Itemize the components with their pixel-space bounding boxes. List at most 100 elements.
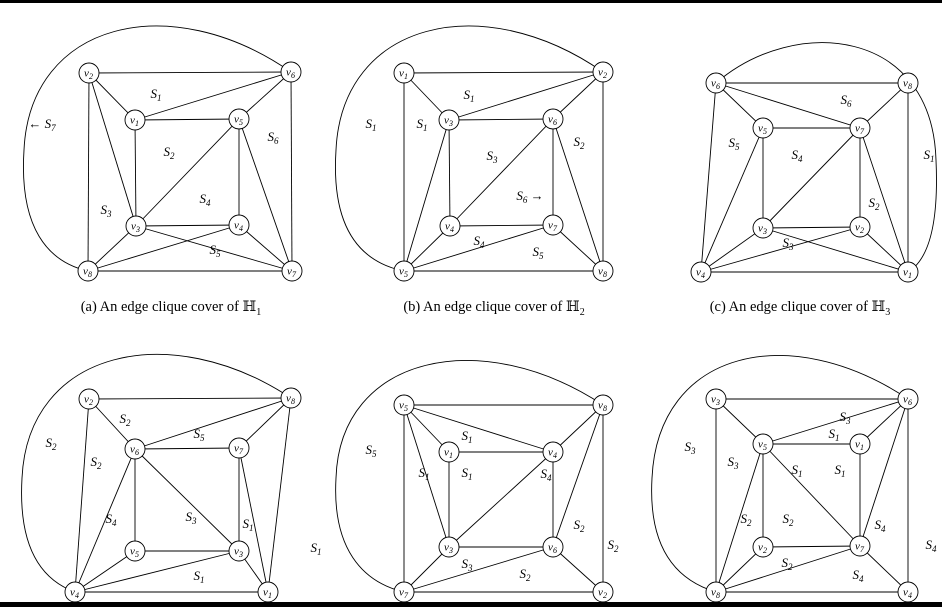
edge-v6-v5 — [238, 71, 292, 120]
clique-label-b-S1-2: S1 — [417, 116, 428, 133]
vertex-label-v2: v2 — [598, 587, 607, 601]
vertex-circle-v5 — [393, 260, 415, 282]
edge-v1-v3 — [762, 227, 909, 273]
clique-label-e-S2-5: S2 — [574, 517, 586, 534]
vertex-label-v8: v8 — [598, 400, 607, 414]
edge-v6-v5 — [715, 82, 764, 129]
edge-v1-v5 — [134, 118, 240, 121]
edge-v3-v2 — [762, 226, 861, 229]
vertex-circle-v5 — [393, 394, 415, 416]
edge-v6-v4 — [449, 118, 554, 227]
edge-v2-v4 — [74, 398, 90, 593]
clique-label-d-S2-3: S2 — [91, 454, 103, 471]
edge-v8-v1 — [267, 397, 292, 593]
edge-v4-v5 — [74, 550, 136, 593]
edge-v6-v8 — [552, 118, 604, 272]
arc-edge-v8-v7 — [335, 360, 604, 593]
edge-v6-v8 — [134, 397, 292, 450]
arc-edge-v8-v4 — [21, 353, 292, 593]
vertex-label-v4: v4 — [445, 221, 454, 235]
edge-v6-v7 — [134, 447, 240, 450]
clique-label-f-S3-1: S3 — [685, 439, 697, 456]
caption-subscript-b: 2 — [579, 306, 585, 318]
vertex-circle-v5 — [752, 433, 774, 455]
clique-label-a-S1-0: S1 — [151, 86, 162, 103]
clique-label-d-S2-2: S2 — [46, 435, 58, 452]
clique-label-d-S1-7: S1 — [311, 540, 322, 557]
vertex-label-v4: v4 — [903, 587, 912, 601]
clique-label-a-S2-1: S2 — [164, 144, 176, 161]
clique-label-d-S2-0: S2 — [120, 411, 132, 428]
edge-v2-v8 — [87, 72, 90, 272]
clique-label-d-S1-8: S1 — [194, 568, 205, 585]
edge-v3-v4 — [448, 119, 451, 227]
arc-edge-v6-v1 — [715, 42, 937, 273]
vertex-label-v5: v5 — [758, 439, 767, 453]
edge-v6-v7 — [859, 398, 909, 547]
vertex-label-v7: v7 — [287, 266, 297, 280]
edge-v5-v4 — [700, 127, 764, 273]
edge-v2-v6 — [552, 71, 604, 120]
edge-v2-v3 — [448, 71, 604, 121]
edge-v5-v1 — [403, 404, 450, 453]
edge-v7-v3 — [403, 546, 450, 593]
clique-label-b-S3-4: S3 — [487, 148, 499, 165]
vertex-label-v3: v3 — [131, 221, 140, 235]
clique-label-d-S1-6: S1 — [243, 516, 254, 533]
edge-v2-v6 — [88, 398, 136, 450]
bottom-crop-bar — [0, 602, 942, 607]
clique-label-c-S2-4: S2 — [869, 195, 881, 212]
clique-label-d-S4-4: S4 — [106, 511, 118, 528]
vertex-label-v5: v5 — [399, 266, 408, 280]
vertex-label-v8: v8 — [598, 266, 607, 280]
clique-label-e-S1-2: S1 — [419, 465, 430, 482]
clique-label-f-S2-8: S2 — [782, 555, 794, 572]
vertex-circle-v8 — [592, 260, 614, 282]
clique-label-c-S1-3: S1 — [924, 147, 935, 164]
clique-label-e-S2-6: S2 — [608, 537, 620, 554]
caption-symbol-c: ℍ — [871, 299, 886, 315]
vertex-label-v3: v3 — [444, 542, 453, 556]
vertex-label-v3: v3 — [234, 546, 243, 560]
vertex-label-v6: v6 — [711, 78, 720, 92]
vertex-circle-v6 — [124, 438, 146, 460]
edge-v3-v4 — [74, 550, 240, 593]
vertex-circle-v2 — [752, 536, 774, 558]
clique-label-b-S4-6: S4 — [474, 233, 486, 250]
edge-v4-v8 — [87, 224, 240, 272]
edge-v8-v4 — [552, 404, 604, 453]
vertex-label-v1: v1 — [263, 587, 272, 601]
vertex-circle-v1 — [124, 109, 146, 131]
edge-v2-v6 — [552, 546, 604, 593]
clique-label-e-S3-7: S3 — [462, 556, 474, 573]
edge-v5-v7 — [403, 224, 554, 272]
arc-edge-v2-v5 — [334, 25, 604, 272]
vertex-circle-v3 — [125, 215, 147, 237]
edge-v5-v4 — [403, 225, 451, 272]
edge-v2-v7 — [762, 545, 861, 548]
clique-label-b-S1-0: S1 — [464, 87, 475, 104]
edge-v5-v3 — [135, 118, 240, 227]
edge-v2-v8 — [88, 397, 292, 400]
clique-label-e-S1-3: S1 — [462, 465, 473, 482]
vertex-label-v4: v4 — [696, 267, 705, 281]
vertex-label-v8: v8 — [711, 587, 720, 601]
edge-v8-v2 — [715, 546, 764, 593]
edge-v1-v3 — [403, 72, 450, 121]
vertex-circle-v2 — [78, 62, 100, 84]
vertex-label-v2: v2 — [598, 67, 607, 81]
vertex-circle-v7 — [281, 260, 303, 282]
edge-v6-v3 — [134, 448, 240, 552]
arc-edge-v6-v8 — [651, 355, 909, 593]
vertex-label-v8: v8 — [903, 78, 912, 92]
vertex-label-v1: v1 — [903, 267, 912, 281]
edge-v6-v4 — [700, 82, 717, 273]
edge-v2-v3 — [88, 72, 137, 227]
edge-v8-v7 — [552, 224, 604, 272]
vertex-label-v7: v7 — [855, 541, 865, 555]
vertex-circle-v4 — [542, 441, 564, 463]
clique-label-a-S3-2: S3 — [101, 202, 113, 219]
